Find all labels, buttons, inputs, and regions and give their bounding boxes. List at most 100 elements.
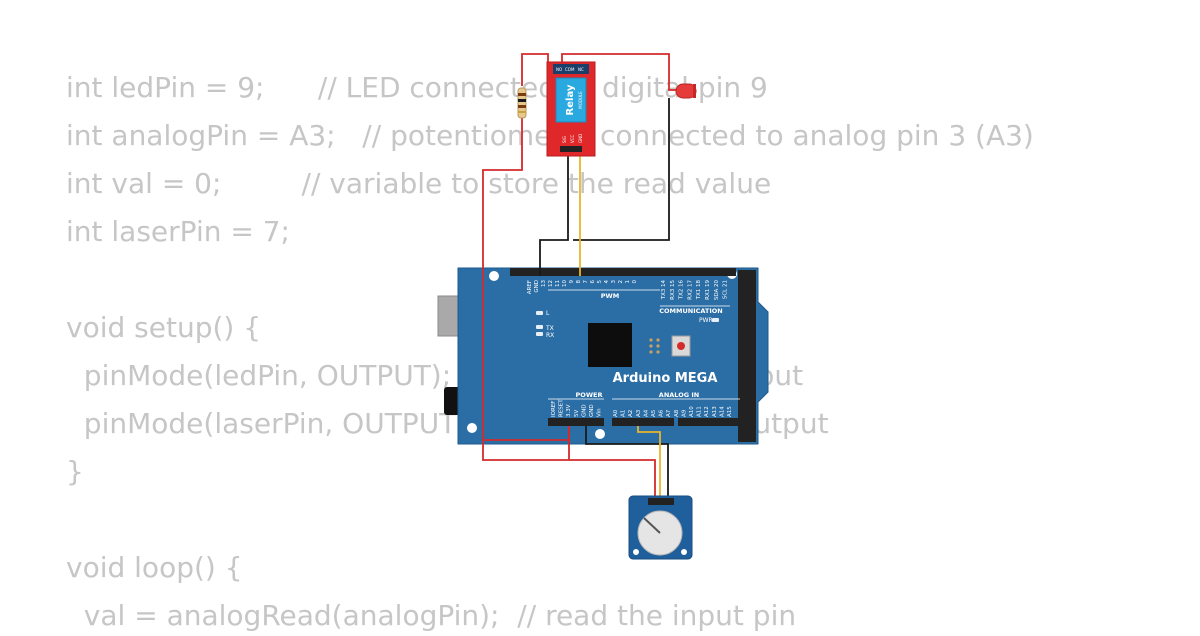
- pin-label: 3.3V: [566, 404, 572, 417]
- analog-header: [678, 418, 740, 426]
- relay-label: Relay: [565, 84, 576, 115]
- wire-red: [561, 53, 686, 91]
- pin-label: A14: [719, 406, 725, 417]
- digital-header: [510, 268, 664, 276]
- power-header: [548, 418, 604, 426]
- relay-pin-label: VCC: [570, 134, 575, 143]
- led-l-label: L: [546, 310, 550, 317]
- board-name: Arduino MEGA: [613, 371, 718, 386]
- reset-button-cap: [677, 342, 685, 350]
- pin-label: A10: [689, 406, 695, 417]
- relay-terminal-block: [553, 64, 589, 74]
- mounting-hole: [467, 423, 477, 433]
- pin-label: A2: [628, 410, 634, 417]
- potentiometer-icon[interactable]: [628, 495, 693, 560]
- pin-label: 12: [548, 280, 554, 287]
- mounting-hole: [489, 271, 499, 281]
- pin-label: 10: [562, 280, 568, 287]
- pin-label: TX2 16: [679, 280, 685, 301]
- pin-label: IOREF: [551, 401, 557, 417]
- pin-label: RX1 19: [705, 280, 711, 300]
- mounting-hole: [633, 549, 639, 555]
- analog-header: [612, 418, 674, 426]
- pin-label: A0: [613, 409, 619, 417]
- pin-label: SDA 20: [714, 280, 720, 301]
- pin-label: 8: [576, 280, 582, 284]
- code-line: int val = 0; // variable to store the re…: [66, 167, 772, 200]
- pin-label: GND: [581, 404, 587, 417]
- pin-label: A12: [704, 406, 710, 417]
- led-rx-label: RX: [546, 332, 554, 339]
- pin-label: AREF: [527, 280, 533, 294]
- wire-red: [483, 426, 570, 441]
- pin-label: 0: [632, 280, 638, 284]
- pin-label: 9: [569, 280, 575, 284]
- pwr-indicator: [712, 318, 719, 322]
- pin-label: TX3 14: [661, 280, 667, 301]
- code-line: void loop() {: [66, 551, 243, 584]
- pin-label: GND: [589, 404, 595, 417]
- pin-label: A7: [666, 409, 672, 417]
- pin-label: A3: [636, 409, 642, 417]
- pin-label: TX1 18: [696, 280, 702, 301]
- communication-label: COMMUNICATION: [659, 307, 722, 315]
- chip-icon: [588, 323, 632, 367]
- pin-label: 5: [597, 280, 603, 284]
- code-line: int analogPin = A3; // potentiometer con…: [66, 119, 1034, 152]
- pin-label: GND: [534, 280, 540, 293]
- relay-module[interactable]: NO COM NC Relay MODULE SIG VCC GND: [546, 61, 596, 157]
- icsp-header: [648, 336, 662, 356]
- pin-label: A15: [727, 406, 733, 417]
- pin-label: 3: [611, 280, 617, 284]
- pin-label: 7: [583, 280, 589, 284]
- pin-label: Vin: [597, 408, 603, 417]
- relay-pin-label: GND: [578, 134, 583, 143]
- led-rx-indicator: [536, 332, 543, 336]
- pin-label: 1: [625, 280, 631, 284]
- pin-label: 4: [604, 280, 610, 284]
- pwm-label: PWM: [601, 292, 619, 300]
- pin-label: A6: [659, 409, 665, 417]
- code-line: void setup() {: [66, 311, 262, 344]
- relay-pin-header: [560, 146, 582, 152]
- pin-label: A4: [643, 409, 649, 417]
- pin-label: RX2 17: [687, 280, 693, 300]
- relay-sublabel: MODULE: [578, 91, 583, 109]
- pin-label: 6: [590, 280, 596, 284]
- pin-label: A5: [651, 409, 657, 417]
- pin-label: A9: [681, 409, 687, 417]
- wire-red: [521, 53, 549, 86]
- relay-pin-label: NO: [556, 67, 562, 72]
- wire-red: [482, 118, 570, 461]
- code-line: val = analogRead(analogPin); // read the…: [66, 599, 797, 632]
- pin-label: 11: [555, 280, 561, 287]
- digital-header: [593, 268, 661, 276]
- wire-black: [585, 426, 669, 500]
- relay-pin-label: NC: [578, 67, 584, 72]
- relay-pin-label: SIG: [562, 136, 567, 143]
- analog-in-label: ANALOG IN: [659, 391, 699, 399]
- resistor-icon[interactable]: [517, 87, 527, 119]
- code-line: int ledPin = 9; // LED connected to digi…: [66, 71, 768, 104]
- pin-label: A1: [621, 410, 627, 417]
- potentiometer-indicator: [643, 517, 661, 534]
- code-line: int laserPin = 7;: [66, 215, 290, 248]
- led-l-indicator: [536, 311, 543, 315]
- communication-header: [664, 268, 736, 276]
- pin-label: 5V: [574, 410, 580, 417]
- led-tx-indicator: [536, 325, 543, 329]
- pin-label: SCL 21: [723, 280, 729, 299]
- code-line: }: [66, 455, 84, 488]
- led-icon[interactable]: [675, 83, 697, 99]
- pin-label: A8: [674, 409, 680, 417]
- wire-black: [539, 150, 569, 276]
- pin-label: A13: [712, 406, 718, 417]
- pin-label: 13: [541, 280, 547, 287]
- pwr-label: PWR: [699, 317, 713, 324]
- wire-red: [569, 459, 656, 500]
